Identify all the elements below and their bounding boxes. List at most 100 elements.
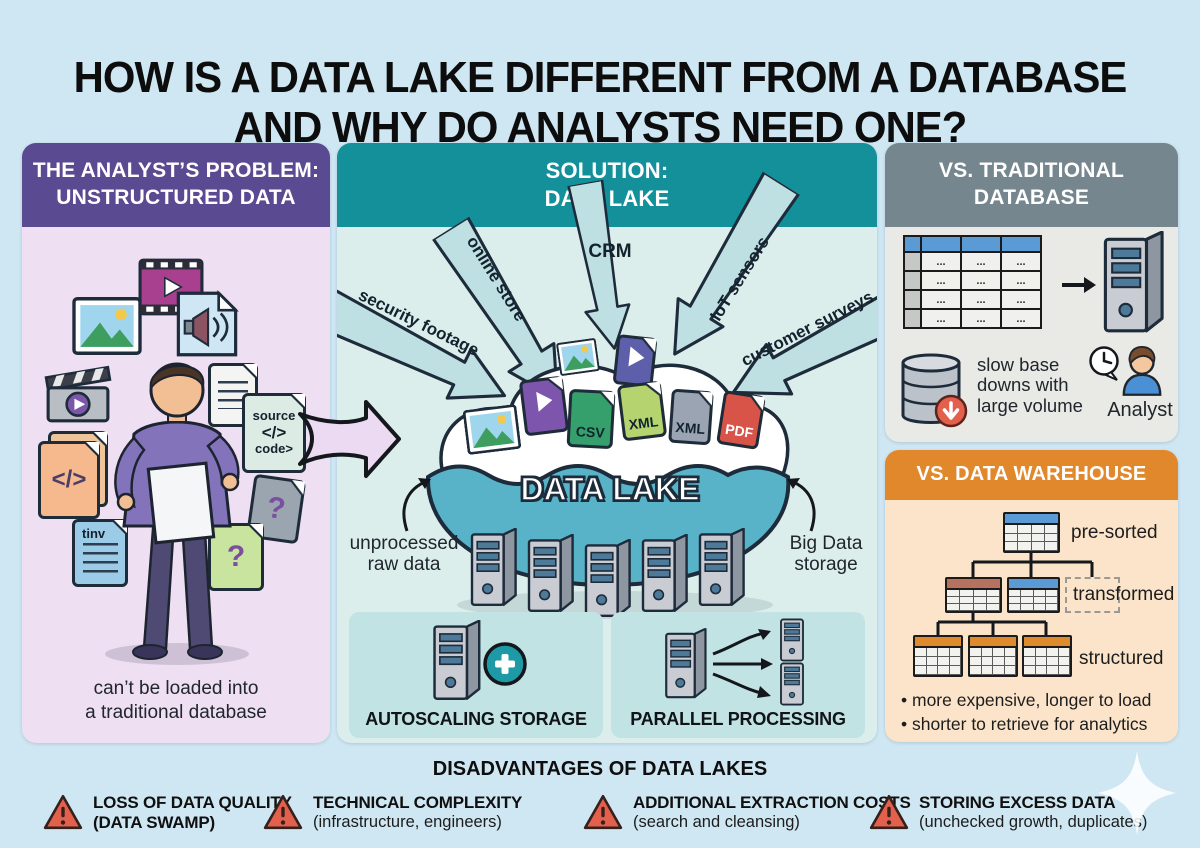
problem-header-line2: UNSTRUCTURED DATA [56,186,296,209]
transformed-label: transformed [1073,584,1175,605]
table-cell: ... [920,308,962,329]
server-icon [584,539,632,619]
data-lake-label: DATA LAKE [520,470,700,507]
table-cell: ... [960,270,1002,291]
file-label: XML [674,418,706,437]
table-cell: ... [1000,308,1042,329]
table-cell: ... [920,251,962,272]
disadvantage-subtitle: (unchecked growth, duplicates) [919,813,1148,832]
photo-icon [72,297,142,355]
clock-icon [1089,346,1119,381]
file-label: CSV [575,423,606,441]
question-mark-label: ? [226,540,246,573]
server-icon [641,534,689,614]
image-file-icon [462,404,521,455]
disadvantages-title: DISADVANTAGES OF DATA LAKES [432,758,768,780]
note-line: raw data [367,554,441,576]
vs-warehouse-header-label: VS. DATA WAREHOUSE [916,463,1147,486]
mini-table-structured [968,635,1018,677]
note-unprocessed-raw-data: unprocessed raw data [341,533,467,576]
table-header-bar [1009,579,1058,590]
note-line: slow base [977,354,1060,375]
table-cell: ... [1000,270,1042,291]
mini-table-structured [913,635,963,677]
source-code-file-icon: source </> code> [242,393,306,473]
server-icon [698,528,746,608]
vs-database-panel: VS. TRADITIONAL DATABASE ... ... ... ...… [885,143,1178,442]
warning-icon [262,793,304,831]
parallel-processing-label: PARALLEL PROCESSING [630,709,846,729]
mini-table-presorted [1003,512,1060,553]
table-header-bar [947,579,1000,590]
problem-panel-body: source </> code> </> tinv ? ? [22,227,330,743]
server-icon [470,528,518,608]
curved-arrow-icon [402,478,431,532]
mini-table-transformed [1007,577,1060,613]
dashed-placeholder-box [1065,577,1120,613]
vs-warehouse-body: pre-sorted transformed [885,500,1178,742]
disadvantage-title: LOSS OF DATA QUALITY [93,793,292,812]
table-row: ... ... ... [903,289,1042,310]
disadvantage-title: STORING EXCESS DATA [919,793,1116,812]
disadvantage-item-data-quality: LOSS OF DATA QUALITY (DATA SWAMP) [42,793,292,833]
table-header-bar [915,637,961,648]
parallel-processing-box: PARALLEL PROCESSING [611,612,865,738]
code-file-icon: </> [38,441,100,519]
structured-label: structured [1079,648,1164,669]
vs-warehouse-header: VS. DATA WAREHOUSE [885,450,1178,500]
warning-icon [582,793,624,831]
table-cell: ... [1000,251,1042,272]
table-cell: ... [1000,289,1042,310]
problem-caption-line2: a traditional database [85,701,267,723]
table-row: ... ... ... [903,251,1042,272]
source-label-crm: CRM [588,241,632,262]
table-cell: ... [960,289,1002,310]
arrow-right-icon [1062,277,1096,293]
table-cell: ... [920,270,962,291]
video-file-icon [612,334,658,388]
note-big-data-storage: Big Data storage [779,533,873,576]
code-file-label: </> [51,466,87,493]
vs-database-header-line1: VS. TRADITIONAL [939,159,1124,183]
source-code-label-top: source [252,408,296,424]
solution-panel: SOLUTION: DATA LAKE security footage onl… [337,143,877,743]
video-file-icon [518,375,570,437]
mini-table-structured [1022,635,1072,677]
problem-header-line1: THE ANALYST’S PROBLEM: [32,159,320,183]
disadvantage-subtitle: (infrastructure, engineers) [313,813,502,832]
problem-caption-line1: can’t be loaded into [93,678,259,699]
clapperboard-icon [44,365,112,423]
analyst-illustration [105,362,249,665]
disadvantage-item-extraction-costs: ADDITIONAL EXTRACTION COSTS (search and … [582,793,911,832]
file-icon-xml: XML [668,388,714,446]
table-cell: ... [920,289,962,310]
problem-panel-header: THE ANALYST’S PROBLEM: UNSTRUCTURED DATA [22,143,330,227]
warning-icon [42,793,84,831]
presorted-label: pre-sorted [1071,522,1158,543]
autoscaling-storage-icon [433,620,527,700]
note-line: unprocessed [349,533,459,554]
warehouse-bullet-1: • more expensive, longer to load [901,690,1152,710]
table-cell: ... [960,251,1002,272]
disadvantage-item-complexity: TECHNICAL COMPLEXITY (infrastructure, en… [262,793,522,832]
disadvantage-item-excess-data: STORING EXCESS DATA (unchecked growth, d… [868,793,1147,832]
note-line: downs with [977,374,1069,396]
note-line: large volume [977,394,1083,416]
problem-caption: can’t be loaded into a traditional datab… [22,677,330,725]
curved-arrow-icon [787,478,816,532]
sparkle-icon [1098,751,1176,835]
table-header-bar [1024,637,1070,648]
file-label: XML [627,413,660,433]
tinv-file-label: tinv [82,526,106,541]
slow-database-note: slow base downs with large volume [977,354,1089,416]
source-code-label-mid: </> [261,422,287,442]
solution-panel-body: security footage online store CRM IoT se… [337,227,877,743]
warehouse-tree-connectors [936,553,1094,635]
disadvantage-title: TECHNICAL COMPLEXITY [313,793,523,812]
file-label: PDF [724,420,755,441]
autoscaling-storage-box: AUTOSCALING STORAGE [349,612,603,738]
page-title: HOW IS A DATA LAKE DIFFERENT FROM A DATA… [30,53,1170,152]
analyst-avatar [1119,341,1165,397]
file-icon-pdf: PDF [716,390,766,450]
